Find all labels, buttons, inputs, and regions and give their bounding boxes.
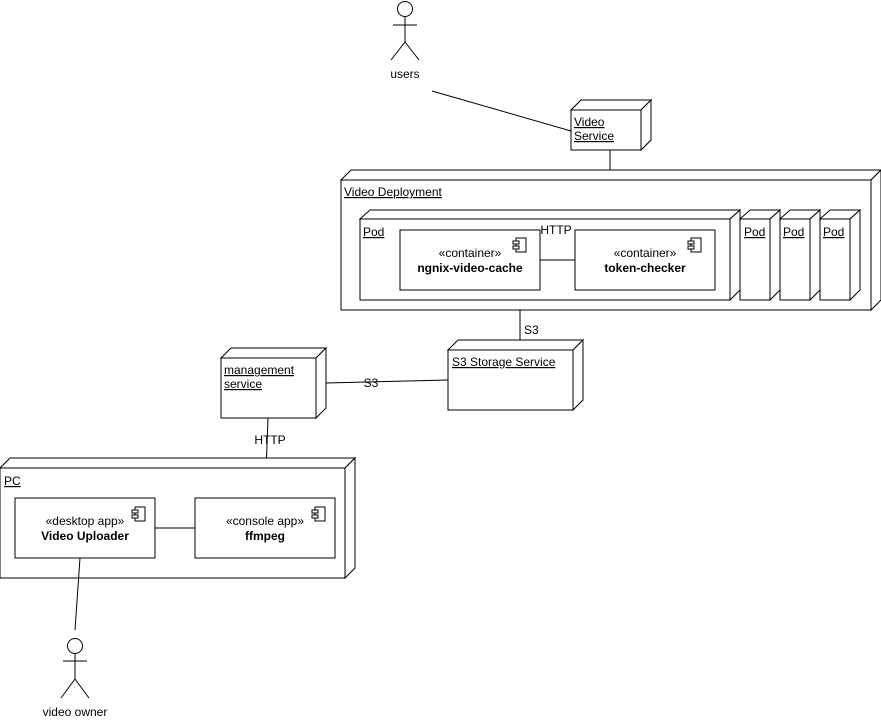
video-service-label-line1: Video bbox=[574, 115, 605, 129]
edge-users-video-service bbox=[431, 90, 572, 132]
pod-2-label: Pod bbox=[744, 225, 765, 239]
node-s3-storage-service[interactable] bbox=[446, 338, 585, 412]
ngnix-name: ngnix-video-cache bbox=[417, 261, 523, 275]
video-deployment-label: Video Deployment bbox=[344, 185, 443, 199]
component-ngnix-video-cache[interactable] bbox=[399, 229, 541, 291]
component-icon bbox=[131, 506, 146, 522]
node-pod-3[interactable] bbox=[778, 208, 822, 302]
management-service-label-line1: management bbox=[224, 363, 295, 377]
edge-label-management-http: HTTP bbox=[254, 433, 285, 447]
component-ffmpeg[interactable] bbox=[194, 497, 336, 559]
pod-3-label: Pod bbox=[783, 225, 804, 239]
pc-label: PC bbox=[4, 474, 21, 488]
s3-storage-label: S3 Storage Service bbox=[452, 355, 556, 369]
component-video-uploader[interactable] bbox=[14, 497, 156, 559]
token-checker-stereotype: «container» bbox=[614, 246, 677, 260]
pod-4-label: Pod bbox=[823, 225, 844, 239]
actor-users-label: users bbox=[390, 67, 419, 81]
actor-video-owner-label: video owner bbox=[43, 705, 108, 719]
actor-head bbox=[67, 638, 83, 654]
video-service-label-line2: Service bbox=[574, 129, 614, 143]
token-checker-name: token-checker bbox=[604, 261, 686, 275]
node-pod-2[interactable] bbox=[738, 208, 782, 302]
component-token-checker[interactable] bbox=[574, 229, 716, 291]
actor-leg-left bbox=[390, 41, 406, 61]
pod-main-label: Pod bbox=[363, 225, 384, 239]
management-service-label-line2: service bbox=[224, 377, 262, 391]
edge-management-s3 bbox=[325, 379, 449, 384]
edge-label-management-s3: S3 bbox=[364, 376, 379, 390]
actor-head bbox=[397, 1, 413, 17]
node-pod-4[interactable] bbox=[818, 208, 862, 302]
component-icon bbox=[687, 237, 702, 253]
component-icon bbox=[512, 237, 527, 253]
ffmpeg-name: ffmpeg bbox=[245, 529, 285, 543]
component-icon bbox=[311, 506, 326, 522]
actor-leg-right bbox=[74, 678, 90, 699]
ffmpeg-stereotype: «console app» bbox=[226, 514, 304, 528]
actor-video-owner bbox=[60, 638, 90, 699]
edge-uploader-video-owner bbox=[74, 557, 81, 631]
node-video-service[interactable] bbox=[569, 98, 653, 152]
video-uploader-name: Video Uploader bbox=[41, 529, 129, 543]
actor-leg-left bbox=[60, 678, 76, 699]
edge-label-deployment-s3: S3 bbox=[524, 323, 539, 337]
video-uploader-stereotype: «desktop app» bbox=[46, 514, 125, 528]
edge-label-pod-http: HTTP bbox=[540, 223, 571, 237]
actor-leg-right bbox=[404, 41, 420, 61]
node-management-service[interactable] bbox=[219, 346, 328, 420]
actor-users bbox=[390, 1, 420, 61]
ngnix-stereotype: «container» bbox=[439, 246, 502, 260]
